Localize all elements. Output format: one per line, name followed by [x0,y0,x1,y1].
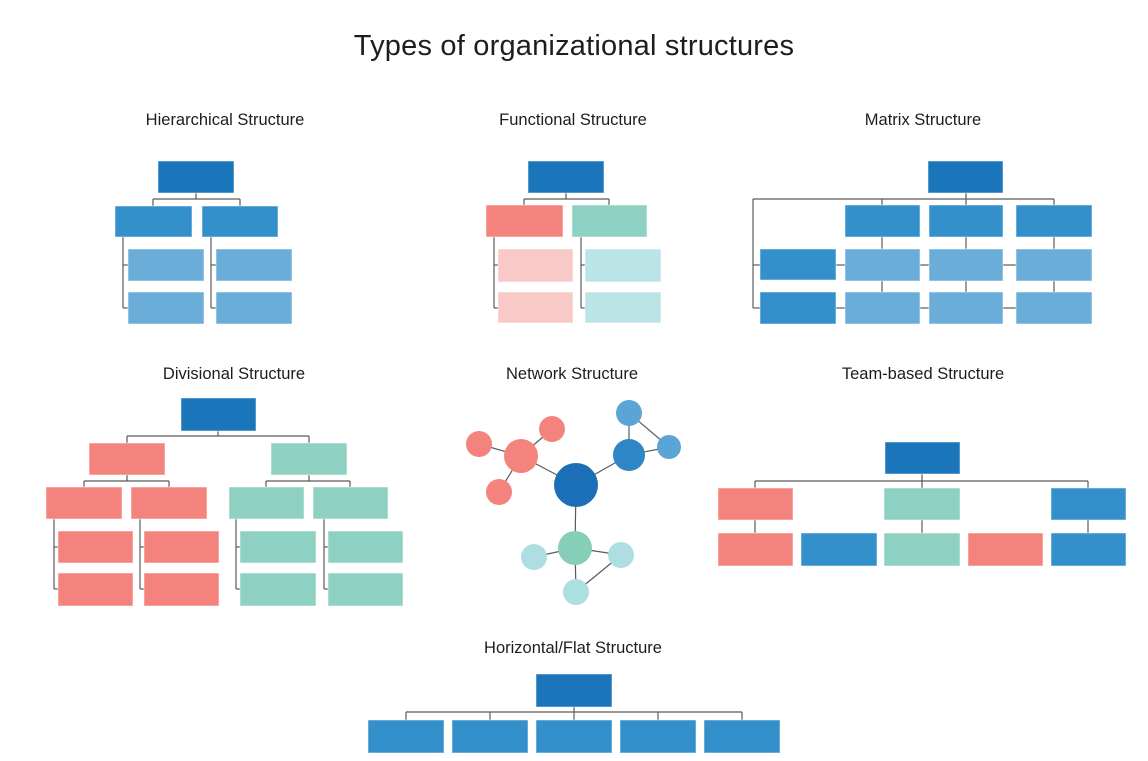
network-partner-hub-c-node [558,531,592,565]
flat-unit-2-box [451,719,529,754]
network-partner-c2-node [608,542,634,568]
divisional-team-1-box [57,530,134,564]
flat-unit-1-box [367,719,445,754]
hierarchical-staff-2-box [215,248,293,282]
team-root-box [884,441,961,475]
network-partner-hub-a-node [504,439,538,473]
section-label-flat: Horizontal/Flat Structure [484,639,662,657]
matrix-project-1-box [844,204,921,238]
divisional-sub-3-box [228,486,305,520]
team-member-1-box [717,532,794,567]
network-partner-a3-node [486,479,512,505]
network-partner-b1-node [616,400,642,426]
matrix-cell-1-box [844,248,921,282]
matrix-cell-6-box [1015,291,1093,325]
matrix-root-box [927,160,1004,194]
matrix-cell-2-box [928,248,1004,282]
network-center-node [554,463,598,507]
hierarchical-staff-4-box [215,291,293,325]
functional-sub-2-box [497,291,574,324]
functional-sub-1-box [497,248,574,283]
team-member-3-box [883,532,961,567]
page-title: Types of organizational structures [353,30,795,62]
team-member-2-box [800,532,878,567]
matrix-function-1-box [759,248,837,281]
team-team-lead-2-box [883,487,961,521]
flat-unit-4-box [619,719,697,754]
matrix-project-2-box [928,204,1004,238]
section-label-divisional: Divisional Structure [162,365,306,383]
divisional-division-2-box [270,442,348,476]
section-label-matrix: Matrix Structure [864,111,982,129]
network-partner-a2-node [539,416,565,442]
matrix-cell-5-box [928,291,1004,325]
divisional-team-2-box [143,530,220,564]
divisional-team-8-box [327,572,404,607]
network-partner-c3-node [563,579,589,605]
divisional-root-box [180,397,257,432]
network-partner-c1-node [521,544,547,570]
section-label-team: Team-based Structure [841,365,1005,383]
matrix-cell-3-box [1015,248,1093,282]
hierarchical-manager-1-box [114,205,193,238]
matrix-cell-4-box [844,291,921,325]
divisional-team-5-box [57,572,134,607]
section-label-functional: Functional Structure [499,111,647,129]
divisional-team-3-box [239,530,317,564]
team-member-5-box [1050,532,1127,567]
divisional-sub-1-box [45,486,123,520]
functional-sub-3-box [584,248,662,283]
functional-dept-2-box [571,204,648,238]
network-partner-b2-node [657,435,681,459]
divisional-division-1-box [88,442,166,476]
flat-unit-5-box [703,719,781,754]
network-partner-a1-node [466,431,492,457]
functional-sub-4-box [584,291,662,324]
divisional-team-4-box [327,530,404,564]
team-member-4-box [967,532,1044,567]
hierarchical-root-box [157,160,235,194]
functional-root-box [527,160,605,194]
network-partner-hub-b-node [613,439,645,471]
hierarchical-manager-2-box [201,205,279,238]
flat-root-box [535,673,613,708]
section-label-hierarchical: Hierarchical Structure [145,111,305,129]
matrix-project-3-box [1015,204,1093,238]
divisional-sub-2-box [130,486,208,520]
divisional-team-6-box [143,572,220,607]
hierarchical-staff-3-box [127,291,205,325]
functional-dept-1-box [485,204,564,238]
divisional-team-7-box [239,572,317,607]
team-team-lead-1-box [717,487,794,521]
flat-unit-3-box [535,719,613,754]
divisional-sub-4-box [312,486,389,520]
team-team-lead-3-box [1050,487,1127,521]
section-label-network: Network Structure [505,365,639,383]
hierarchical-staff-1-box [127,248,205,282]
matrix-function-2-box [759,291,837,325]
